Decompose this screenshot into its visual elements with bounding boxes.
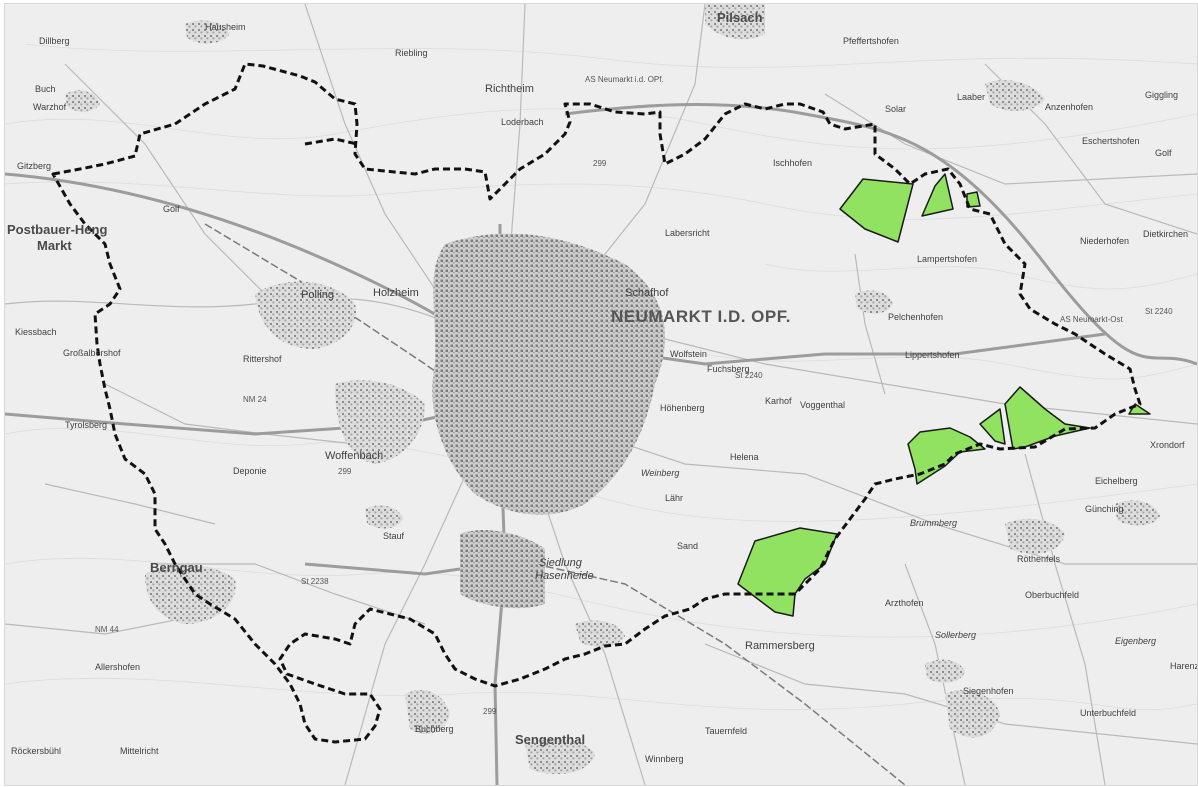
label-markt: Markt: [37, 238, 72, 253]
label-siegenhofen: Siegenhofen: [963, 686, 1014, 696]
label-solar: Solar: [885, 104, 906, 114]
road-label-as-neumarkt-opf: AS Neumarkt i.d. OPf.: [585, 75, 664, 84]
minor-roads: [5, 4, 1197, 785]
label-warzhof: Warzhof: [33, 102, 67, 112]
label-wolfstein: Wolfstein: [670, 349, 707, 359]
area-polygon-8: [737, 527, 838, 617]
road-label-nm44: NM 44: [95, 625, 119, 634]
road-label-st2240-east: St 2240: [1145, 307, 1173, 316]
label-berngau: Berngau: [150, 560, 203, 575]
label-buch: Buch: [35, 84, 56, 94]
label-winnberg: Winnberg: [645, 754, 684, 764]
label-niederhofen: Niederhofen: [1080, 236, 1129, 246]
label-riebling: Riebling: [395, 48, 428, 58]
label-xrondorf: Xrondorf: [1150, 440, 1185, 450]
label-weinberg: Weinberg: [641, 468, 679, 478]
label-deponie: Deponie: [233, 466, 267, 476]
label-hoehenberg: Höhenberg: [660, 403, 705, 413]
label-laaber: Laaber: [957, 92, 985, 102]
label-golf-east: Golf: [1155, 148, 1172, 158]
label-ischhofen: Ischhofen: [773, 158, 812, 168]
road-label-as-neumarkt-ost: AS Neumarkt-Ost: [1060, 315, 1123, 324]
label-rammersberg: Rammersberg: [745, 640, 815, 652]
label-anzenhofen: Anzenhofen: [1045, 102, 1093, 112]
label-brummberg: Brummberg: [910, 518, 957, 528]
label-woffenbach: Woffenbach: [325, 450, 383, 462]
label-stauf: Stauf: [383, 531, 405, 541]
label-siedlung: Siedlung: [539, 557, 583, 569]
label-buchberg: Buchberg: [415, 724, 454, 734]
label-dillberg: Dillberg: [39, 36, 70, 46]
label-fuchsberg: Fuchsberg: [707, 364, 750, 374]
label-pfeffertshofen: Pfeffertshofen: [843, 36, 899, 46]
map-canvas: NEUMARKT I.D. OPF. Postbauer-Heng Markt …: [5, 4, 1197, 785]
area-polygon-7: [1128, 403, 1151, 415]
label-roeckersbuehl: Röckersbühl: [11, 746, 61, 756]
place-labels: NEUMARKT I.D. OPF. Postbauer-Heng Markt …: [7, 10, 1197, 764]
highlighted-areas[interactable]: [737, 173, 1151, 617]
label-mittelricht: Mittelricht: [120, 746, 159, 756]
boundary-spur: [304, 137, 358, 146]
label-giggling: Giggling: [1145, 90, 1178, 100]
label-lippertshofen: Lippertshofen: [905, 350, 960, 360]
label-lahr: Lähr: [665, 493, 683, 503]
label-holzheim: Holzheim: [373, 287, 419, 299]
label-postbauer-heng: Postbauer-Heng: [7, 222, 107, 237]
label-guenching: Günching: [1085, 504, 1124, 514]
area-polygon-2: [921, 173, 954, 217]
label-rittershof: Rittershof: [243, 354, 282, 364]
topographic-map[interactable]: NEUMARKT I.D. OPF. Postbauer-Heng Markt …: [4, 3, 1198, 786]
label-helena: Helena: [730, 452, 759, 462]
label-pelchenhofen: Pelchenhofen: [888, 312, 943, 322]
settlements: [65, 4, 1160, 774]
label-voggenthal: Voggenthal: [800, 400, 845, 410]
label-roethenfels: Röthenfels: [1017, 554, 1061, 564]
road-label-299-south: 299: [483, 707, 497, 716]
area-polygon-5: [979, 408, 1006, 445]
label-loderbach: Loderbach: [501, 117, 544, 127]
label-eichelberg: Eichelberg: [1095, 476, 1138, 486]
label-karhof: Karhof: [765, 396, 792, 406]
area-polygon-4: [907, 427, 986, 485]
road-label-st2238: St 2238: [301, 577, 329, 586]
label-grossalbershof: Großalbershof: [63, 348, 121, 358]
label-dietkirchen: Dietkirchen: [1143, 229, 1188, 239]
label-unterbuchfeld: Unterbuchfeld: [1080, 708, 1136, 718]
label-hausheim: Hausheim: [205, 22, 246, 32]
label-neumarkt: NEUMARKT I.D. OPF.: [611, 307, 791, 326]
label-tyrolsberg: Tyrolsberg: [65, 420, 107, 430]
label-oberbuchfeld: Oberbuchfeld: [1025, 590, 1079, 600]
label-sengenthal: Sengenthal: [515, 732, 585, 747]
label-eschertshofen: Eschertshofen: [1082, 136, 1140, 146]
label-eigenberg: Eigenberg: [1115, 636, 1156, 646]
label-polling: Polling: [301, 289, 334, 301]
road-label-299-north: 299: [593, 159, 607, 168]
road-labels: NM 24 St 2240 St 2240 St 2238 NM 44 299 …: [95, 75, 1173, 716]
label-harenzhofen: Harenzhofen: [1170, 661, 1197, 671]
area-polygon-1: [839, 178, 914, 243]
label-sand: Sand: [677, 541, 698, 551]
road-label-nm24: NM 24: [243, 395, 267, 404]
label-sollerberg: Sollerberg: [935, 630, 976, 640]
label-gitzberg: Gitzberg: [17, 161, 51, 171]
label-richtheim: Richtheim: [485, 83, 534, 95]
area-polygon-6: [1004, 386, 1091, 450]
label-golf-west: Golf: [163, 204, 180, 214]
label-kiessbach: Kiessbach: [15, 327, 57, 337]
label-labersricht: Labersricht: [665, 228, 710, 238]
label-tauernfeld: Tauernfeld: [705, 726, 747, 736]
road-label-299-west: 299: [338, 467, 352, 476]
label-arzthofen: Arzthofen: [885, 598, 924, 608]
label-allershofen: Allershofen: [95, 662, 140, 672]
municipal-boundary: [51, 62, 1142, 744]
road-label-st2240: St 2240: [735, 371, 763, 380]
label-pilsach: Pilsach: [717, 10, 763, 25]
label-schafhof: Schafhof: [625, 287, 669, 299]
label-hasenheide: Hasenheide: [535, 570, 594, 582]
label-lampertshofen: Lampertshofen: [917, 254, 977, 264]
